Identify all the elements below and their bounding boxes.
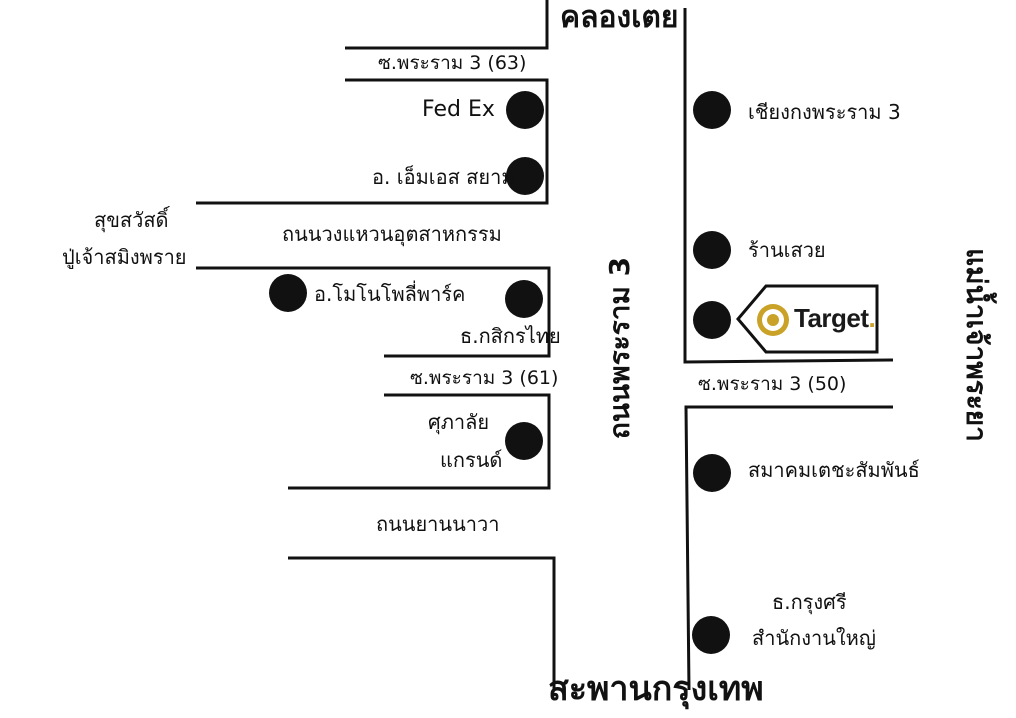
target-logo-text: Target.: [794, 303, 876, 333]
krungsri-label-1: ธ.กรุงศรี: [772, 590, 847, 614]
sukhsawat-label-2: ปู่เจ้าสมิงพราย: [62, 245, 187, 269]
supalai-label-2: แกรนด์: [440, 448, 503, 472]
marker-target: [693, 301, 731, 339]
teochew-assoc-label: สมาคมเตชะสัมพันธ์: [748, 458, 920, 482]
road-yannawa-south: [288, 556, 556, 690]
chiang-kong-label: เชียงกงพระราม 3: [748, 100, 901, 124]
soi50-label: ซ.พระราม 3 (50): [698, 373, 847, 395]
marker-ran-suay: [693, 231, 731, 269]
rama3-road-label: ถนนพระราม 3: [603, 256, 636, 440]
road-soi61-south: [288, 393, 551, 490]
marker-ms-siam: [506, 157, 544, 195]
supalai-label-1: ศุภาลัย: [428, 410, 490, 434]
khlong-toei-label: คลองเตย: [560, 0, 679, 35]
marker-teochew: [693, 454, 731, 492]
road-soi50-south: [684, 405, 893, 691]
sukhsawat-label-1: สุขสวัสดิ์: [94, 208, 169, 232]
marker-chiang-kong: [693, 91, 731, 129]
chao-phraya-label: แม่น้ำเจ้าพระยา: [960, 248, 993, 442]
monopoly-park-label: อ.โมโนโพลี่พาร์ค: [314, 282, 466, 306]
marker-kasikorn: [505, 280, 543, 318]
marker-monopoly: [269, 274, 307, 312]
ran-suay-label: ร้านเสวย: [748, 238, 826, 262]
marker-krungsri: [692, 616, 730, 654]
road-rama3-east-north: [683, 8, 894, 364]
road-khlong-toei-edge: [345, 0, 549, 50]
kasikorn-label: ธ.กสิกรไทย: [460, 324, 561, 348]
road-ring-south: [196, 266, 551, 358]
ms-siam-label: อ. เอ็มเอส สยาม: [372, 165, 515, 189]
industrial-ring-label: ถนนวงแหวนอุตสาหกรรม: [282, 222, 502, 246]
target-callout: [736, 284, 879, 354]
road-soi63-south: [196, 78, 549, 205]
fedex-label: Fed Ex: [422, 97, 495, 122]
soi63-label: ซ.พระราม 3 (63): [378, 52, 527, 74]
bridge-label: สะพานกรุงเทพ: [548, 669, 764, 709]
yan-nawa-label: ถนนยานนาวา: [376, 512, 500, 536]
target-label: Target: [794, 303, 869, 333]
marker-fedex: [506, 91, 544, 129]
marker-supalai: [505, 422, 543, 460]
soi61-label: ซ.พระราม 3 (61): [410, 367, 559, 389]
krungsri-label-2: สำนักงานใหญ่: [752, 626, 876, 650]
